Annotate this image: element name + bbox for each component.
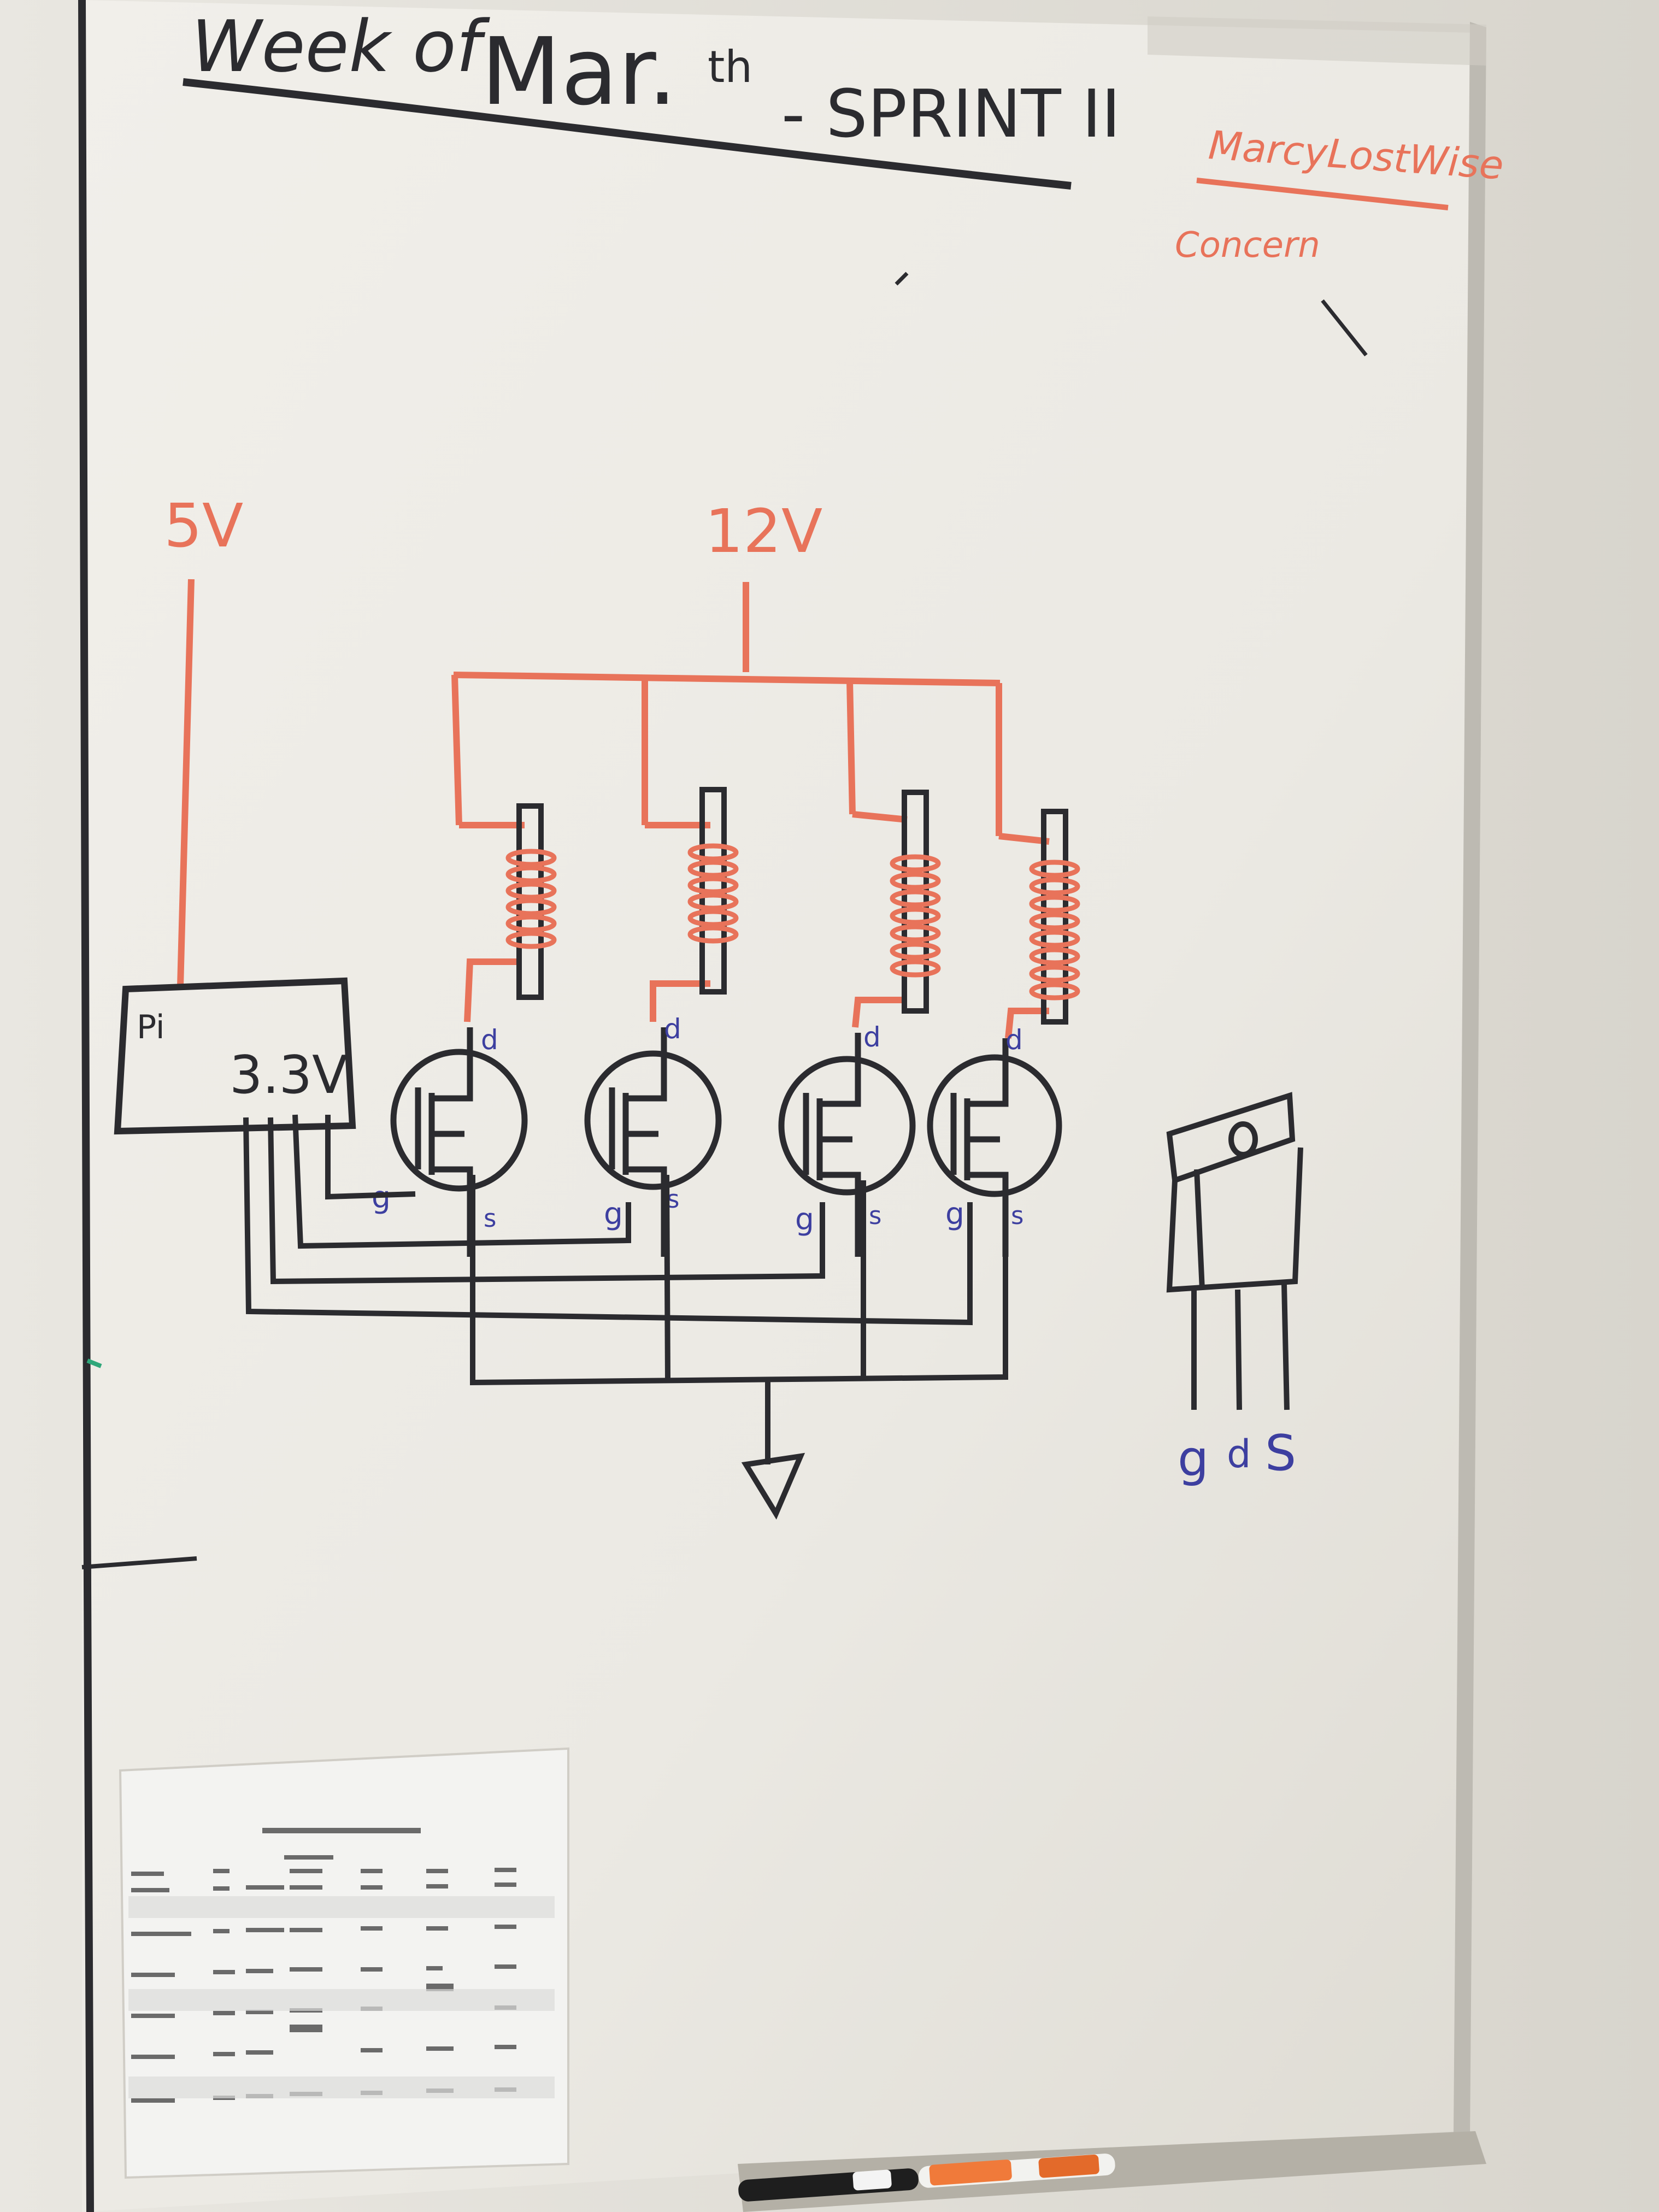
solenoid-2 bbox=[687, 787, 739, 995]
drain-label-2: d bbox=[664, 1013, 681, 1045]
title-sup-th: th bbox=[708, 42, 752, 92]
board-divider-line bbox=[78, 0, 94, 2212]
title-week-of: Week of bbox=[191, 5, 491, 88]
pi-board: Pi 3.3V bbox=[114, 977, 356, 1135]
mosfets bbox=[390, 1027, 1062, 1257]
gate-wires bbox=[243, 1114, 973, 1326]
package-pin-labels: g d S bbox=[1178, 1425, 1296, 1487]
solenoid-1 bbox=[505, 803, 557, 1000]
board-frame-right bbox=[1454, 22, 1486, 2142]
pin-g-label: g bbox=[1178, 1430, 1209, 1487]
taped-paper bbox=[119, 1747, 569, 2179]
source-label-1: s bbox=[484, 1204, 496, 1233]
drain-label-4: d bbox=[1005, 1024, 1023, 1056]
drain-label-3: d bbox=[863, 1021, 881, 1053]
markers bbox=[738, 2154, 1115, 2202]
title-sprint: - SPRINT II bbox=[781, 77, 1121, 152]
mosfet-1 bbox=[390, 1049, 528, 1192]
ground-bus bbox=[470, 1174, 1008, 1520]
source-label-2: s bbox=[667, 1185, 679, 1214]
solenoid-4 bbox=[1029, 809, 1080, 1025]
drain-label-1: d bbox=[481, 1024, 498, 1056]
label-5v: 5V bbox=[164, 491, 243, 561]
mosfet-package bbox=[1166, 1092, 1303, 1410]
label-3v3: 3.3V bbox=[230, 1045, 348, 1105]
solenoid-3 bbox=[890, 790, 941, 1014]
ground-symbol bbox=[741, 1452, 805, 1520]
board-title: Week of Mar. th - SPRINT II bbox=[183, 5, 1121, 190]
pin-d-label: d bbox=[1227, 1432, 1251, 1476]
paper-row-shading bbox=[128, 1896, 555, 2098]
mosfet-3 bbox=[778, 1056, 916, 1196]
green-mark bbox=[86, 1358, 102, 1368]
mosfet-2 bbox=[584, 1050, 722, 1190]
title-underline bbox=[183, 78, 1072, 190]
gate-label-2: g bbox=[604, 1196, 623, 1231]
title-mar: Mar. bbox=[481, 18, 677, 126]
whiteboard-surface bbox=[82, 0, 1475, 2212]
label-12v: 12V bbox=[705, 496, 822, 566]
divider-stub bbox=[81, 1556, 197, 1569]
corner-sub: Concern bbox=[1175, 225, 1320, 266]
mosfet-4 bbox=[927, 1054, 1062, 1197]
pin-labels: d d d d g g g g s s s s bbox=[372, 1013, 1023, 1237]
rail-5v bbox=[177, 579, 195, 987]
pi-label: Pi bbox=[137, 1008, 165, 1046]
gate-label-3: g bbox=[795, 1202, 814, 1237]
source-label-4: s bbox=[1011, 1201, 1023, 1230]
source-label-3: s bbox=[869, 1201, 881, 1230]
stray-mark-2 bbox=[895, 272, 909, 286]
schematic: 5V 12V bbox=[114, 491, 1303, 1520]
board-frame-top bbox=[1148, 16, 1486, 66]
pin-s-label: S bbox=[1265, 1425, 1296, 1482]
corner-underline bbox=[1196, 178, 1449, 210]
stray-mark bbox=[1321, 299, 1368, 357]
gate-label-4: g bbox=[945, 1196, 964, 1231]
rail-12v bbox=[451, 582, 1050, 1039]
